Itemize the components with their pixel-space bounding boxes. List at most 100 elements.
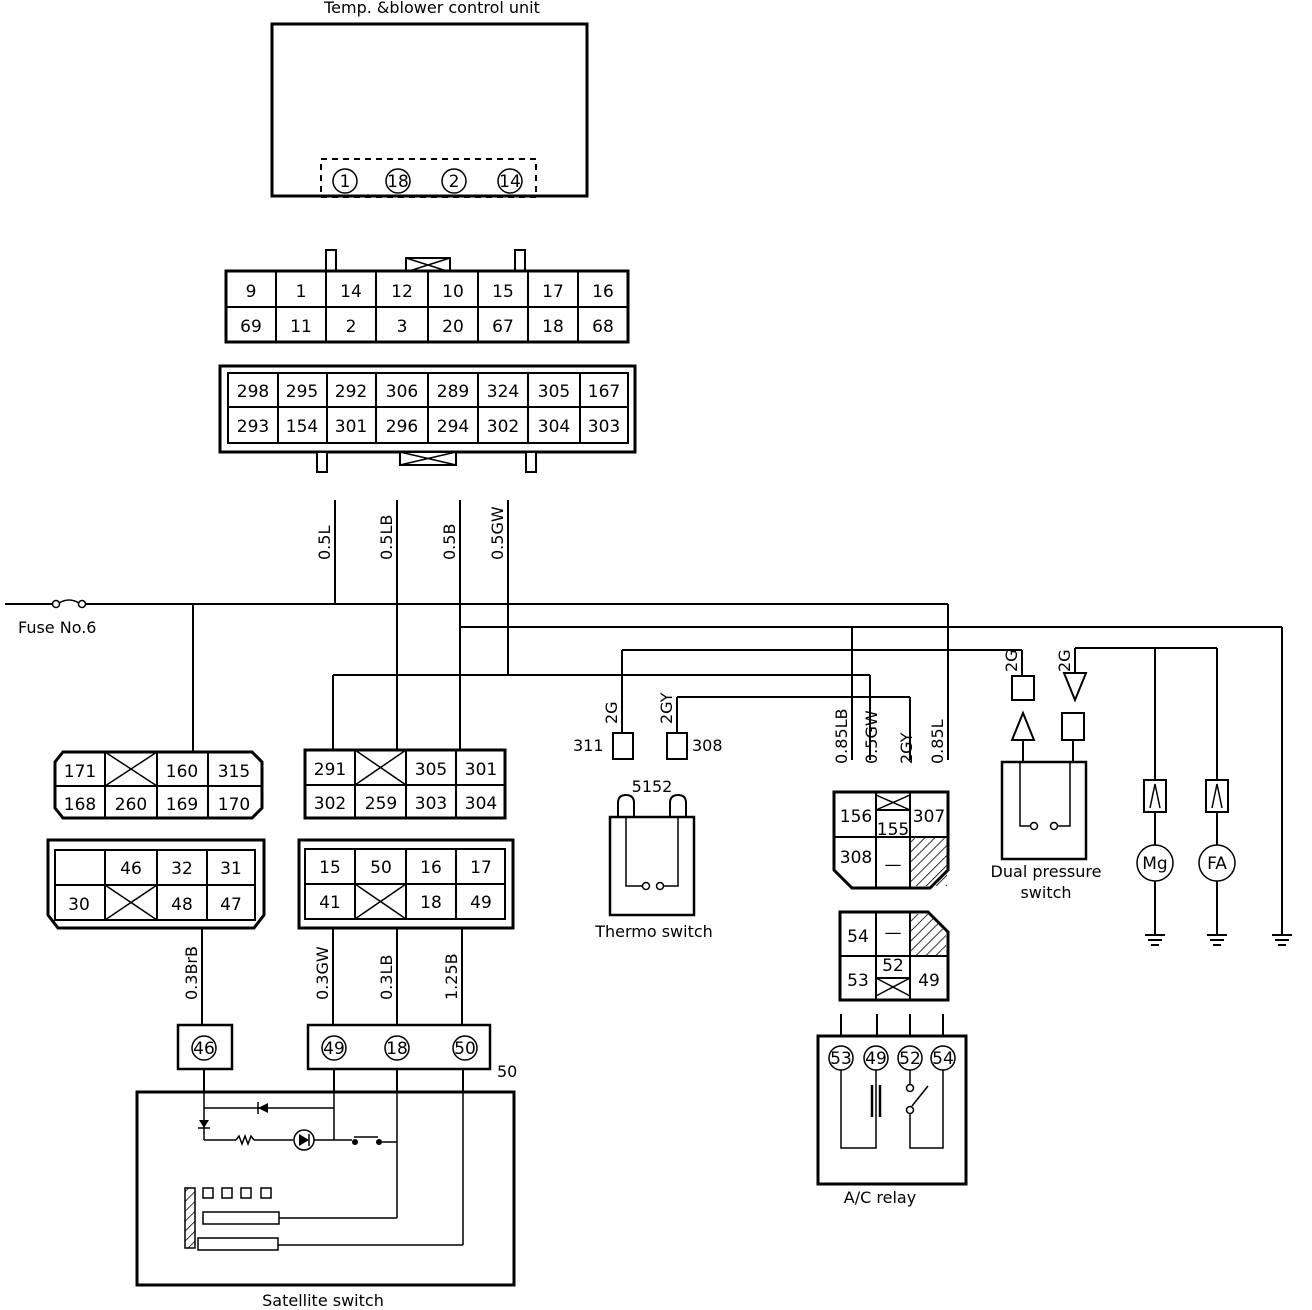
pin: 259	[365, 794, 397, 814]
wire-label: 0.5L	[315, 526, 334, 560]
pin: 17	[470, 858, 492, 878]
wire-label: 0.5GW	[488, 506, 507, 560]
wire-label: 2G	[1002, 649, 1021, 672]
thermo-code: 5152	[632, 777, 673, 796]
pin: 31	[220, 859, 242, 879]
pin: 16	[420, 858, 442, 878]
magnet-clutch-label: Mg	[1142, 854, 1167, 874]
wire-label: 0.3BrB	[182, 946, 201, 1000]
wire-label: 2GY	[657, 692, 676, 724]
pin: 292	[335, 382, 367, 402]
pin: 48	[171, 895, 193, 915]
pin: 167	[588, 382, 620, 402]
ground-icon	[1207, 934, 1227, 946]
pin: 11	[290, 317, 312, 337]
pin: 308	[840, 848, 872, 868]
relay-terminal: 52	[897, 1045, 923, 1071]
connector-b-upper: 291 305 301 302 259 303 304	[303, 748, 507, 820]
pin: 160	[166, 762, 198, 782]
pin: 54	[847, 927, 869, 947]
satellite-terminal: 46	[191, 1035, 217, 1061]
pin: 291	[314, 760, 346, 780]
dual-pressure-switch: Dual pressure switch	[991, 672, 1101, 902]
pin: 49	[918, 971, 940, 991]
wire-label: 0.85L	[928, 719, 947, 764]
pin: 170	[218, 795, 250, 815]
pin: 324	[487, 382, 519, 402]
ac-relay-label: A/C relay	[844, 1188, 916, 1207]
pin: 154	[286, 417, 318, 437]
pin: 9	[246, 282, 257, 302]
svg-text:18: 18	[387, 172, 409, 192]
pin: 303	[588, 417, 620, 437]
thermo-switch-label: Thermo switch	[594, 922, 713, 941]
pin: 294	[437, 417, 469, 437]
satellite-switch: 0.3BrB 0.3GW 0.3LB 1.25B 46 49 18 50 50	[135, 928, 517, 1310]
svg-text:46: 46	[193, 1039, 215, 1059]
pin: 18	[420, 893, 442, 913]
pin: 293	[237, 417, 269, 437]
pin: 17	[542, 282, 564, 302]
control-unit-title: Temp. &blower control unit	[323, 0, 540, 17]
wire-label: 2G	[602, 701, 621, 724]
pin: 315	[218, 762, 250, 782]
satellite-terminal: 18	[384, 1035, 410, 1061]
wire-label: 0.5B	[440, 524, 459, 560]
wiring: 0.5L 0.5LB 0.5B 0.5GW 2G 2GY 0.85LB 0.5G…	[5, 500, 1283, 935]
wire-label: 0.5LB	[377, 515, 396, 560]
pin: 305	[415, 760, 447, 780]
pin: 30	[68, 895, 90, 915]
pin: —	[885, 923, 902, 943]
svg-text:2: 2	[449, 172, 460, 192]
pin: 49	[470, 893, 492, 913]
svg-text:14: 14	[499, 172, 521, 192]
pin: 16	[592, 282, 614, 302]
pin: 68	[592, 317, 614, 337]
connector-harness: 298 295 292 306 289 324 305 167 293 154 …	[218, 364, 637, 473]
dual-pressure-switch-label: switch	[1020, 883, 1071, 902]
svg-text:18: 18	[386, 1039, 408, 1059]
pin: 171	[64, 762, 96, 782]
connector-a-upper: 171 160 315 168 260 169 170	[53, 750, 264, 820]
svg-text:49: 49	[865, 1049, 887, 1069]
svg-text:49: 49	[323, 1039, 345, 1059]
connector-a-lower: 46 32 31 30 48 47	[46, 838, 266, 930]
wire-label: 2GY	[897, 732, 916, 764]
relay-connector-lower: 54 — 52 53 49	[838, 910, 950, 1002]
terminal-label: 50	[497, 1062, 517, 1081]
pin: 168	[64, 795, 96, 815]
terminal-label: 308	[692, 736, 723, 755]
satellite-terminal: 50	[452, 1035, 478, 1061]
pin: 20	[442, 317, 464, 337]
magnet-clutch: Mg	[1136, 779, 1174, 946]
pin: 301	[335, 417, 367, 437]
svg-text:52: 52	[899, 1049, 921, 1069]
pin: —	[885, 855, 902, 875]
pin: 156	[840, 807, 872, 827]
pin: 41	[319, 893, 341, 913]
pin: 304	[465, 794, 497, 814]
pin: 53	[847, 971, 869, 991]
fuse-label: Fuse No.6	[18, 618, 96, 637]
connector-top: 9 1 14 12 10 15 17 16 69 11 2 3 20 67 18…	[224, 249, 630, 344]
pin: 32	[171, 859, 193, 879]
pin: 15	[319, 858, 341, 878]
svg-text:54: 54	[932, 1049, 954, 1069]
satellite-terminal: 49	[321, 1035, 347, 1061]
pin: 69	[240, 317, 262, 337]
control-unit-terminal: 14	[497, 168, 523, 194]
pin: 18	[542, 317, 564, 337]
pin: 10	[442, 282, 464, 302]
pin: 303	[415, 794, 447, 814]
wire-label: 0.3LB	[377, 955, 396, 1000]
pin: 289	[437, 382, 469, 402]
pin: 46	[120, 859, 142, 879]
relay-terminal: 53	[828, 1045, 854, 1071]
connector-b-lower: 15 50 16 17 41 18 49	[297, 838, 515, 930]
satellite-switch-label: Satellite switch	[262, 1291, 384, 1310]
pin: 3	[397, 317, 408, 337]
relay-terminal: 54	[930, 1045, 956, 1071]
pin: 296	[386, 417, 418, 437]
pin: 301	[465, 760, 497, 780]
